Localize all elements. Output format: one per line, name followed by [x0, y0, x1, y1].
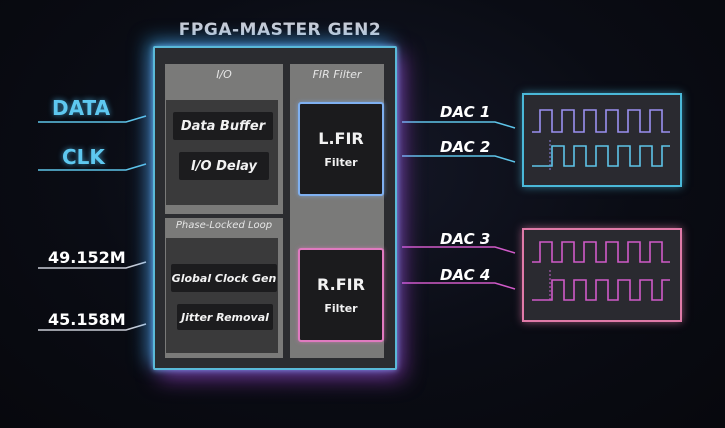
jitter-removal-block: Jitter Removal — [177, 304, 273, 330]
waveform-dac3 — [532, 241, 670, 263]
wire-data — [38, 115, 147, 123]
lfir-block: L.FIR Filter — [298, 102, 384, 196]
scope-dac34 — [522, 228, 682, 322]
io-section-label: I/O — [216, 68, 232, 81]
io-delay-block: I/O Delay — [179, 152, 269, 180]
pll-section-label: Phase-Locked Loop — [175, 220, 273, 231]
input-data-label: DATA — [52, 96, 111, 120]
input-49m-label: 49.152M — [48, 248, 126, 267]
global-clock-gen-block: Global Clock Gen — [171, 264, 277, 292]
data-buffer-block: Data Buffer — [173, 112, 273, 140]
wire-dac2 — [402, 155, 516, 163]
wire-dac4 — [402, 282, 516, 290]
waveform-dac2 — [532, 145, 670, 167]
dac1-label: DAC 1 — [440, 103, 491, 121]
lfir-subtitle: Filter — [324, 156, 358, 169]
wire-clk — [38, 163, 147, 171]
rfir-block: R.FIR Filter — [298, 248, 384, 342]
rfir-subtitle: Filter — [324, 302, 358, 315]
dac2-label: DAC 2 — [440, 138, 491, 156]
dac3-label: DAC 3 — [440, 230, 491, 248]
fir-section-label: FIR Filter — [312, 68, 362, 81]
lfir-title: L.FIR — [318, 129, 364, 148]
fpga-chip: I/O FIR Filter Phase-Locked Loop Data Bu… — [153, 46, 397, 370]
waveform-dac1 — [532, 109, 670, 133]
pll-inner — [166, 238, 278, 353]
diagram-title: FPGA-MASTER GEN2 — [178, 20, 382, 40]
wire-49m — [38, 261, 147, 269]
input-45m-label: 45.158M — [48, 310, 126, 329]
wire-dac1 — [402, 121, 516, 129]
input-clk-label: CLK — [62, 145, 105, 169]
dac4-label: DAC 4 — [440, 266, 491, 284]
rfir-title: R.FIR — [317, 275, 365, 294]
wire-45m — [38, 323, 147, 331]
wire-dac3 — [402, 246, 516, 254]
scope-dac12 — [522, 93, 682, 187]
waveform-dac4 — [532, 279, 670, 301]
